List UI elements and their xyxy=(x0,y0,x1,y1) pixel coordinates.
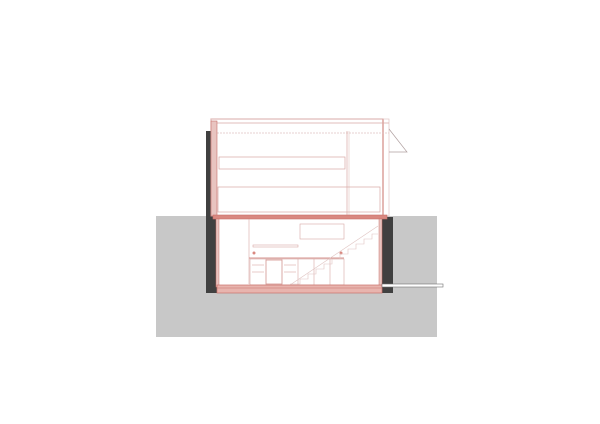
left-wall-basement xyxy=(206,216,217,293)
upper-left-post xyxy=(210,120,218,217)
basement-void xyxy=(216,218,382,293)
wall-light-left xyxy=(252,251,256,255)
awning xyxy=(388,128,408,153)
floor-slab xyxy=(212,214,388,220)
basement-left-wall-lining xyxy=(215,218,220,288)
stair xyxy=(290,233,378,285)
railing xyxy=(217,186,381,213)
range-hood-shelf xyxy=(252,244,299,248)
basement-right-wall-lining xyxy=(378,218,383,288)
drain-pipe xyxy=(381,283,444,288)
right-wall-basement xyxy=(382,217,393,293)
clerestory-window xyxy=(218,156,346,170)
upper-volume xyxy=(210,118,384,217)
basement-floor-slab xyxy=(216,284,383,294)
left-wall-upper xyxy=(206,131,211,217)
upper-cabinet xyxy=(299,223,345,240)
stair-stringer xyxy=(289,225,379,286)
